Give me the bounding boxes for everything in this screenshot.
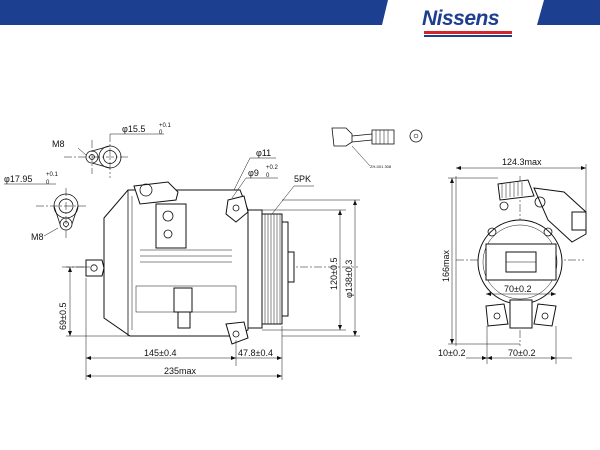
label-dia-15-5: φ15.5 <box>122 124 145 134</box>
tol-upper-15-5: +0.1 <box>159 123 172 129</box>
fitting-detail-top: M8 φ15.5 +0.1 0 <box>52 123 172 178</box>
connector-plug <box>371 129 395 145</box>
end-mount-hole-left <box>487 227 497 237</box>
header-bar-right <box>537 0 600 25</box>
connector-pin-circle <box>409 129 423 143</box>
label-m8-top: M8 <box>52 139 65 149</box>
compressor-side-view <box>62 181 358 345</box>
lower-boss <box>173 287 193 313</box>
dim-69: 69±0.5 <box>58 303 68 330</box>
shaft-nut <box>287 251 295 283</box>
end-mount-ear-left <box>485 303 509 327</box>
header-band <box>0 0 600 25</box>
clutch-plate <box>281 221 289 317</box>
tol-lower-9: 0 <box>266 173 270 179</box>
dim-138: φ138±0.3 <box>344 260 354 298</box>
tol-lower-17-95: 0 <box>46 180 50 186</box>
dim-145: 145±0.4 <box>144 348 176 358</box>
dim-235: 235max <box>164 366 197 376</box>
label-dia-11: φ11 <box>256 148 271 158</box>
front-mount-ear-top <box>225 195 249 223</box>
dim-70-inner: 70±0.2 <box>504 284 531 294</box>
label-dia-9: φ9 <box>248 168 259 178</box>
connector-housing <box>331 127 353 147</box>
end-top-block <box>497 179 535 201</box>
valve-block <box>155 203 187 249</box>
logo-underline-red <box>424 31 512 34</box>
connector-part-number: ZH-001 308 <box>370 164 392 169</box>
rear-mount-ear <box>85 259 105 277</box>
label-m8-bottom: M8 <box>31 232 44 242</box>
front-mount-ear-bottom <box>225 321 249 345</box>
side-view-dimensions: 145±0.4 47.8±0.4 235max 69±0.5 120±0.5 φ… <box>58 199 360 380</box>
connector-detail: ZH-001 308 <box>331 127 423 169</box>
dim-124-3: 124.3max <box>502 157 542 167</box>
port-inner-circle <box>103 150 117 164</box>
end-mount-ear-right <box>533 303 557 327</box>
dim-70-bottom: 70±0.2 <box>508 348 535 358</box>
clutch-coil <box>247 209 263 329</box>
dim-166: 166max <box>441 249 451 282</box>
logo-underline-navy <box>424 35 512 37</box>
label-5pk: 5PK <box>294 174 311 184</box>
compressor-end-view <box>456 176 587 346</box>
dim-10: 10±0.2 <box>438 348 465 358</box>
nissens-logo: Nissens <box>422 7 512 37</box>
end-view-dimensions: 124.3max 166max 70±0.2 10±0.2 70±0.2 <box>438 157 587 364</box>
end-mount-hole-right <box>543 227 553 237</box>
tol-lower-15-5: 0 <box>159 130 163 136</box>
tol-upper-17-95: +0.1 <box>46 172 59 178</box>
service-port-block <box>133 181 179 205</box>
end-bottom-boss <box>509 299 533 329</box>
tol-upper-9: +0.2 <box>266 165 279 171</box>
logo-text: Nissens <box>422 7 499 30</box>
fitting-detail-bottom: φ17.95 +0.1 0 M8 <box>4 172 86 242</box>
header-bar-left <box>0 0 388 25</box>
dim-120: 120±0.5 <box>329 258 339 290</box>
label-dia-17-95: φ17.95 <box>4 174 32 184</box>
dim-47-8: 47.8±0.4 <box>238 348 273 358</box>
